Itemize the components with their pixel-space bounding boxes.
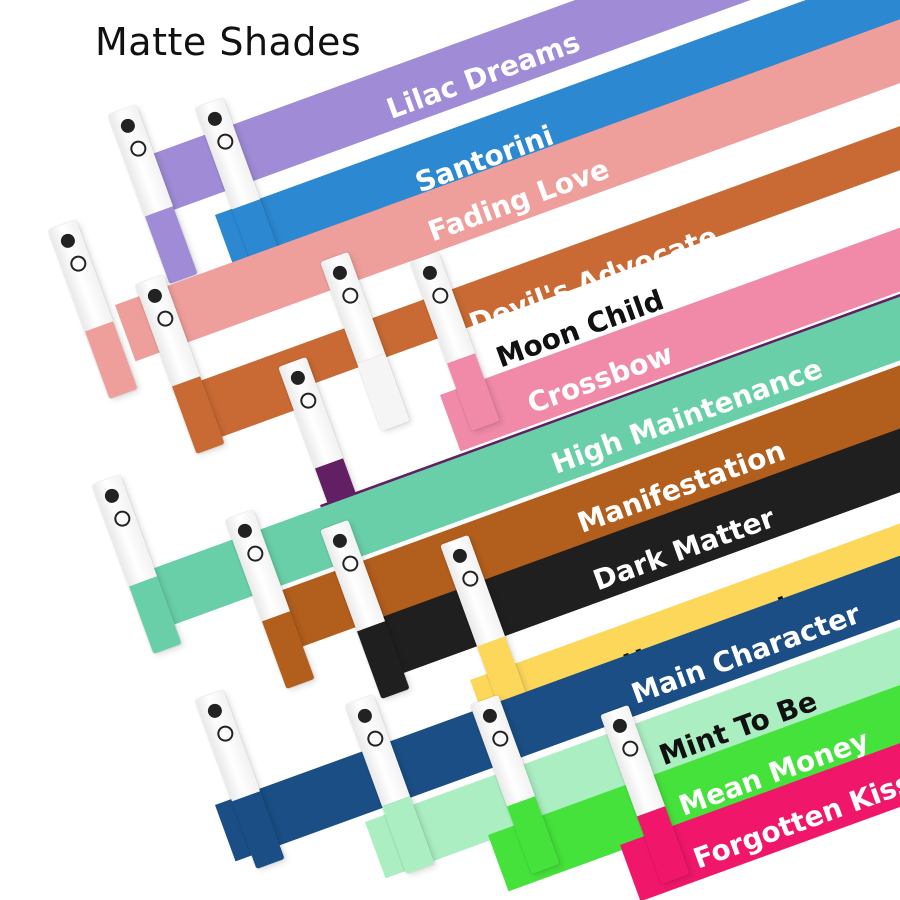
brand-logo-icon: [430, 285, 451, 306]
tube-cap: [92, 474, 158, 587]
brand-logo-icon: [355, 706, 374, 725]
brand-logo-icon: [365, 728, 386, 749]
brand-logo-icon: [480, 706, 499, 725]
brand-logo-icon: [205, 109, 224, 128]
brand-logo-icon: [490, 728, 511, 749]
brand-logo-icon: [288, 368, 307, 387]
brand-logo-icon: [245, 543, 266, 564]
tube-cap: [48, 219, 114, 332]
brand-logo-icon: [102, 486, 121, 505]
brand-logo-icon: [128, 138, 149, 159]
brand-logo-icon: [460, 568, 481, 589]
brand-logo-icon: [155, 308, 176, 329]
brand-logo-icon: [340, 553, 361, 574]
brand-logo-icon: [68, 253, 89, 274]
tube-cap: [195, 689, 261, 802]
brand-logo-icon: [330, 263, 349, 282]
brand-logo-icon: [340, 285, 361, 306]
brand-logo-icon: [610, 716, 629, 735]
brand-logo-icon: [58, 231, 77, 250]
tube-body: [144, 206, 198, 285]
brand-logo-icon: [420, 263, 439, 282]
brand-logo-icon: [118, 116, 137, 135]
brand-logo-icon: [450, 546, 469, 565]
brand-logo-icon: [205, 701, 224, 720]
page-title: Matte Shades: [95, 20, 362, 64]
brand-logo-icon: [235, 521, 254, 540]
brand-logo-icon: [215, 723, 236, 744]
brand-logo-icon: [620, 738, 641, 759]
brand-logo-icon: [112, 508, 133, 529]
brand-logo-icon: [330, 531, 349, 550]
brand-logo-icon: [298, 390, 319, 411]
brand-logo-icon: [215, 131, 236, 152]
brand-logo-icon: [145, 286, 164, 305]
